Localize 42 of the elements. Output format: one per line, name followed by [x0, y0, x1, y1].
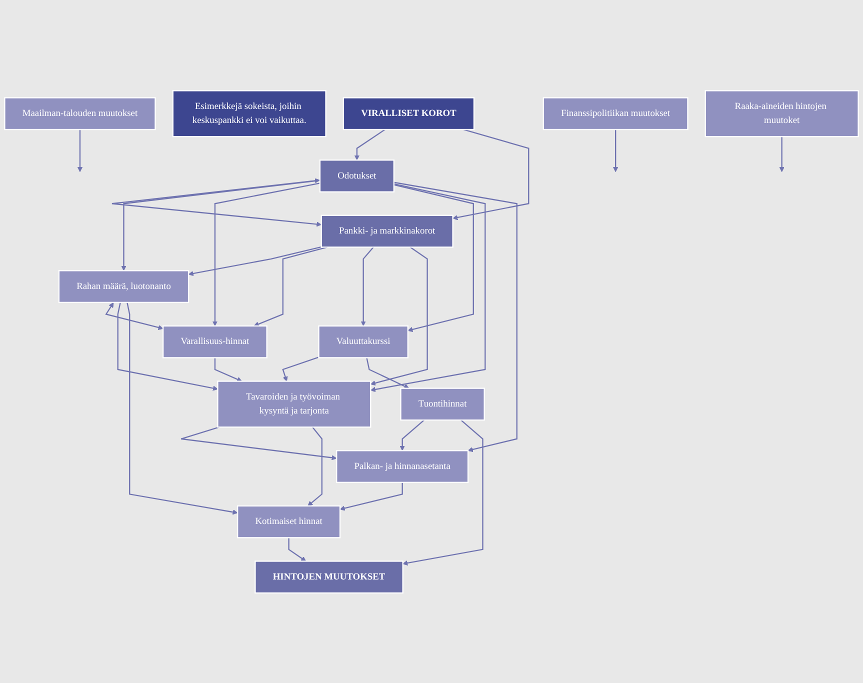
arrow: [105, 302, 164, 330]
node-box: Pankki- ja markkinakorot: [320, 214, 454, 248]
arrow: [613, 129, 618, 172]
node-box: Tavaroiden ja työvoiman kysyntä ja tarjonta: [217, 380, 372, 428]
arrow: [370, 183, 486, 392]
arrow: [111, 178, 322, 226]
node-box: Raaka-aineiden hintojen muutoket: [704, 90, 859, 137]
arrow: [366, 357, 410, 388]
arrow: [452, 128, 530, 220]
arrow: [354, 128, 386, 160]
node-box: Rahan määrä, luotonanto: [58, 270, 190, 303]
arrow: [126, 302, 238, 514]
node-box: Kotimaiset hinnat: [236, 505, 341, 538]
arrow: [77, 129, 83, 172]
arrow: [214, 357, 242, 382]
arrow: [117, 302, 218, 390]
arrow: [288, 537, 306, 562]
node-box: Maailman-talouden muutokset: [4, 96, 156, 130]
node-box: HINTOJEN MUUTOKSET: [254, 560, 404, 594]
arrow: [394, 181, 518, 452]
arrow: [180, 426, 337, 460]
arrow: [400, 419, 425, 451]
node-box: VIRALLISET KOROT: [342, 96, 475, 130]
node-box: Finanssipolitiikan muutokset: [542, 96, 688, 130]
arrow: [402, 419, 484, 566]
arrow: [121, 179, 320, 271]
arrow: [394, 184, 474, 332]
arrow: [779, 136, 784, 172]
node-box: Varallisuus-hinnat: [162, 325, 268, 358]
arrow: [282, 356, 319, 382]
arrow: [212, 182, 320, 326]
node-box: Odotukset: [319, 159, 394, 192]
arrow: [360, 246, 374, 326]
node-box: Esimerkkejä sokeista, joihin keskuspankki ei voi vaikuttaa.: [172, 90, 326, 137]
arrow: [308, 426, 322, 506]
arrow: [370, 246, 428, 386]
node-box: Valuuttakurssi: [318, 325, 408, 358]
arrow: [188, 246, 322, 276]
arrow: [254, 246, 328, 326]
node-box: Palkan- ja hinnanasetanta: [336, 450, 469, 483]
arrow: [340, 482, 403, 510]
node-box: Tuontihinnat: [400, 387, 485, 420]
